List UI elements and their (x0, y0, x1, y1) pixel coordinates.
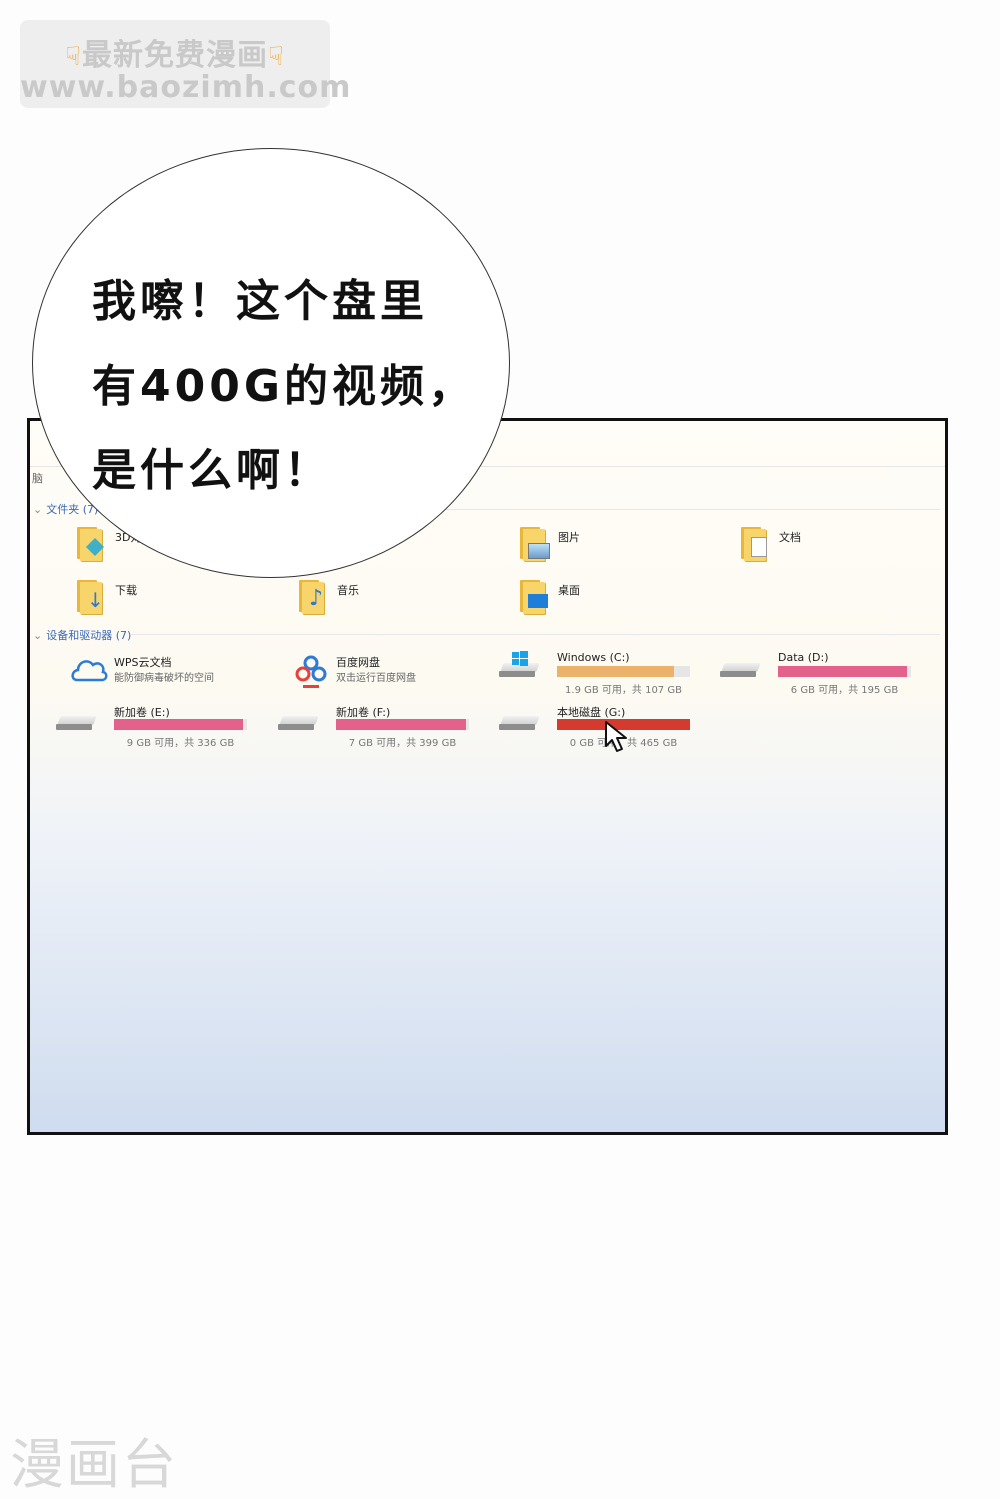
windows-logo-icon (512, 651, 528, 666)
baidu-netdisk-icon (295, 655, 327, 688)
watermark-title: 最新免费漫画 (82, 38, 268, 73)
section-divider (130, 634, 940, 635)
drive-d[interactable]: Data (D:) 6 GB 可用，共 195 GB (720, 651, 931, 701)
drive-free-space: 9 GB 可用，共 336 GB (126, 738, 235, 749)
downloads-icon: ↓ (75, 578, 105, 614)
speech-line-1: 我嚓！这个盘里 (92, 276, 428, 327)
watermark-url: www.baozimh.com (20, 70, 352, 105)
baidu-netdisk[interactable]: 百度网盘 双击运行百度网盘 (279, 654, 489, 704)
wps-cloud-icon (71, 660, 108, 682)
drive-free-space: 1.9 GB 可用，共 107 GB (565, 685, 682, 696)
pointing-hand-icon: ☟ (65, 42, 82, 72)
app-description: 双击运行百度网盘 (336, 673, 416, 684)
3d-objects-icon (75, 525, 105, 561)
hard-drive-icon (499, 663, 540, 677)
drive-name: Windows (C:) (557, 651, 630, 664)
pointing-hand-icon: ☟ (268, 42, 285, 72)
drive-e[interactable]: 新加卷 (E:) 9 GB 可用，共 336 GB (56, 704, 267, 754)
speech-line-2: 有400G的视频， (92, 361, 476, 412)
app-name: 百度网盘 (336, 656, 380, 669)
drive-name: 本地磁盘 (G:) (557, 706, 626, 719)
drive-free-space: 0 GB 可用，共 465 GB (569, 738, 678, 749)
devices-section-header[interactable]: ⌄设备和驱动器 (7) (33, 627, 131, 643)
folder-music[interactable]: ♪ 音乐 (297, 578, 477, 622)
hard-drive-icon (720, 663, 761, 677)
section-divider (100, 509, 940, 510)
app-name: WPS云文档 (114, 656, 172, 669)
folder-label: 下载 (115, 584, 137, 597)
folder-desktop[interactable]: 桌面 (518, 578, 698, 622)
hard-drive-icon (499, 716, 540, 730)
folder-documents[interactable]: 文档 (739, 525, 919, 569)
desktop-icon (518, 578, 548, 614)
wps-cloud-docs[interactable]: WPS云文档 能防御病毒破坏的空间 (57, 654, 267, 704)
drive-free-space: 6 GB 可用，共 195 GB (790, 685, 899, 696)
folder-label: 桌面 (558, 584, 580, 597)
folders-section-header[interactable]: ⌄文件夹 (7) (33, 501, 98, 517)
drive-g[interactable]: 本地磁盘 (G:) 0 GB 可用，共 465 GB (499, 704, 710, 754)
toolbar-divider (30, 466, 945, 467)
watermark-logo: 漫画台 (10, 1433, 178, 1496)
drive-f[interactable]: 新加卷 (F:) 7 GB 可用，共 399 GB (278, 704, 489, 754)
hard-drive-icon (278, 716, 319, 730)
mouse-cursor-icon (605, 721, 627, 752)
devices-section-label: 设备和驱动器 (7) (46, 629, 132, 642)
music-icon: ♪ (297, 578, 327, 614)
hard-drive-icon (56, 716, 97, 730)
folder-label: 图片 (558, 531, 580, 544)
drive-name: 新加卷 (E:) (114, 706, 170, 719)
folder-label: 文档 (779, 531, 801, 544)
breadcrumb[interactable]: 脑 (32, 472, 43, 485)
documents-icon (739, 525, 769, 561)
app-description: 能防御病毒破坏的空间 (114, 673, 214, 684)
drive-usage-bar (336, 719, 469, 730)
speech-bubble (32, 148, 510, 578)
drive-name: 新加卷 (F:) (336, 706, 391, 719)
folder-pictures[interactable]: 图片 (518, 525, 698, 569)
drive-usage-bar (557, 666, 690, 677)
drive-usage-bar (114, 719, 247, 730)
folder-label: 音乐 (337, 584, 359, 597)
chevron-down-icon: ⌄ (33, 629, 43, 642)
pictures-icon (518, 525, 550, 561)
speech-line-3: 是什么啊！ (92, 445, 332, 496)
drive-free-space: 7 GB 可用，共 399 GB (348, 738, 457, 749)
folders-section-label: 文件夹 (7) (46, 503, 99, 516)
watermark-badge: ☟最新免费漫画☟ www.baozimh.com (20, 20, 352, 108)
drive-usage-bar (557, 719, 690, 730)
folder-downloads[interactable]: ↓ 下载 (75, 578, 255, 622)
chevron-down-icon: ⌄ (33, 503, 43, 516)
drive-name: Data (D:) (778, 651, 829, 664)
file-explorer-window: 脑 ⌄文件夹 (7) 3D对象 视频 图片 文档 ↓ 下载 ♪ 音乐 桌面 ⌄设… (27, 418, 948, 1135)
drive-usage-bar (778, 666, 911, 677)
drive-c[interactable]: Windows (C:) 1.9 GB 可用，共 107 GB (499, 651, 710, 701)
